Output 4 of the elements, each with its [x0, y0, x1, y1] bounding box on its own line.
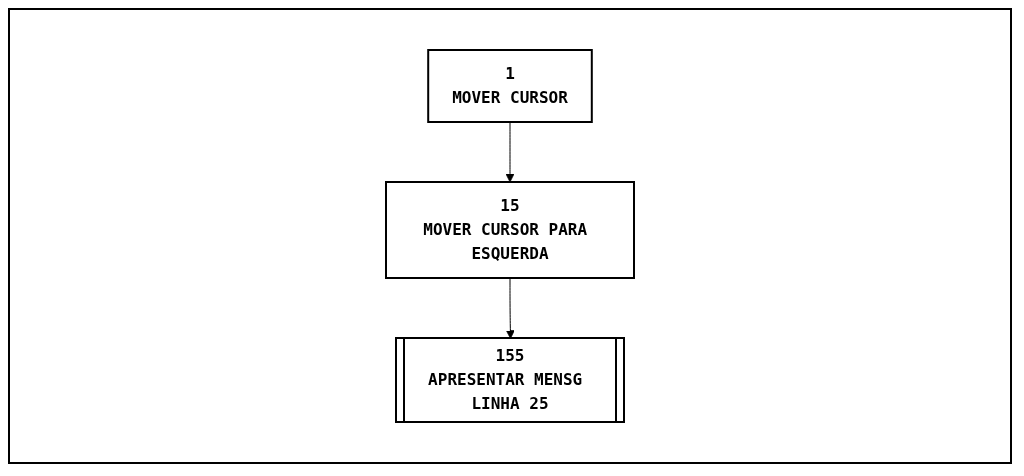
node-box: 15 MOVER CURSOR PARA ESQUERDA	[385, 181, 635, 279]
arrow	[505, 121, 515, 183]
arrow	[505, 277, 515, 339]
node-box: 1 MOVER CURSOR	[427, 49, 593, 123]
